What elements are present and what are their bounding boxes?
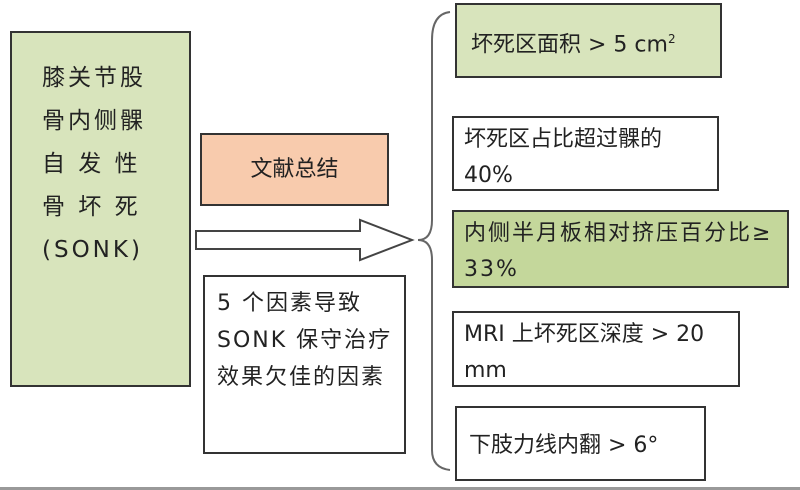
summary-label: 文献总结 — [250, 156, 339, 182]
main-topic-line: 膝关节股 — [42, 65, 146, 91]
factor-text: 坏死区面积 > 5 cm — [471, 32, 668, 58]
factors-title: 5 个因素导致 SONK 保守治疗效果欠佳的因素 — [217, 291, 393, 390]
bottom-divider — [0, 487, 800, 490]
factor-box-3: 内侧半月板相对挤压百分比≥ 33% — [452, 210, 789, 288]
factor-text: 下肢力线内翻 > 6° — [469, 433, 659, 458]
main-topic-line: (SONK) — [42, 237, 143, 263]
arrow-right-icon — [195, 218, 415, 262]
main-topic-line: 骨 坏 死 — [42, 194, 141, 220]
factors-title-box: 5 个因素导致 SONK 保守治疗效果欠佳的因素 — [203, 275, 406, 454]
main-topic-line: 自 发 性 — [42, 151, 141, 177]
factor-box-5: 下肢力线内翻 > 6° — [455, 406, 706, 481]
factor-text: 内侧半月板相对挤压百分比≥ 33% — [464, 221, 773, 282]
summary-label-box: 文献总结 — [200, 133, 389, 206]
main-topic-line: 骨内侧髁 — [42, 108, 146, 134]
main-topic-box: 膝关节股 骨内侧髁 自 发 性 骨 坏 死 (SONK) — [10, 31, 191, 387]
factor-text: MRI 上坏死区深度 > 20 mm — [464, 322, 705, 383]
factor-superscript: 2 — [667, 32, 676, 46]
factor-text: 坏死区占比超过髁的 40% — [464, 127, 663, 188]
factor-box-2: 坏死区占比超过髁的 40% — [452, 116, 719, 191]
factor-box-4: MRI 上坏死区深度 > 20 mm — [452, 311, 740, 387]
factor-box-1: 坏死区面积 > 5 cm2 — [455, 3, 722, 78]
curly-brace — [417, 11, 451, 471]
